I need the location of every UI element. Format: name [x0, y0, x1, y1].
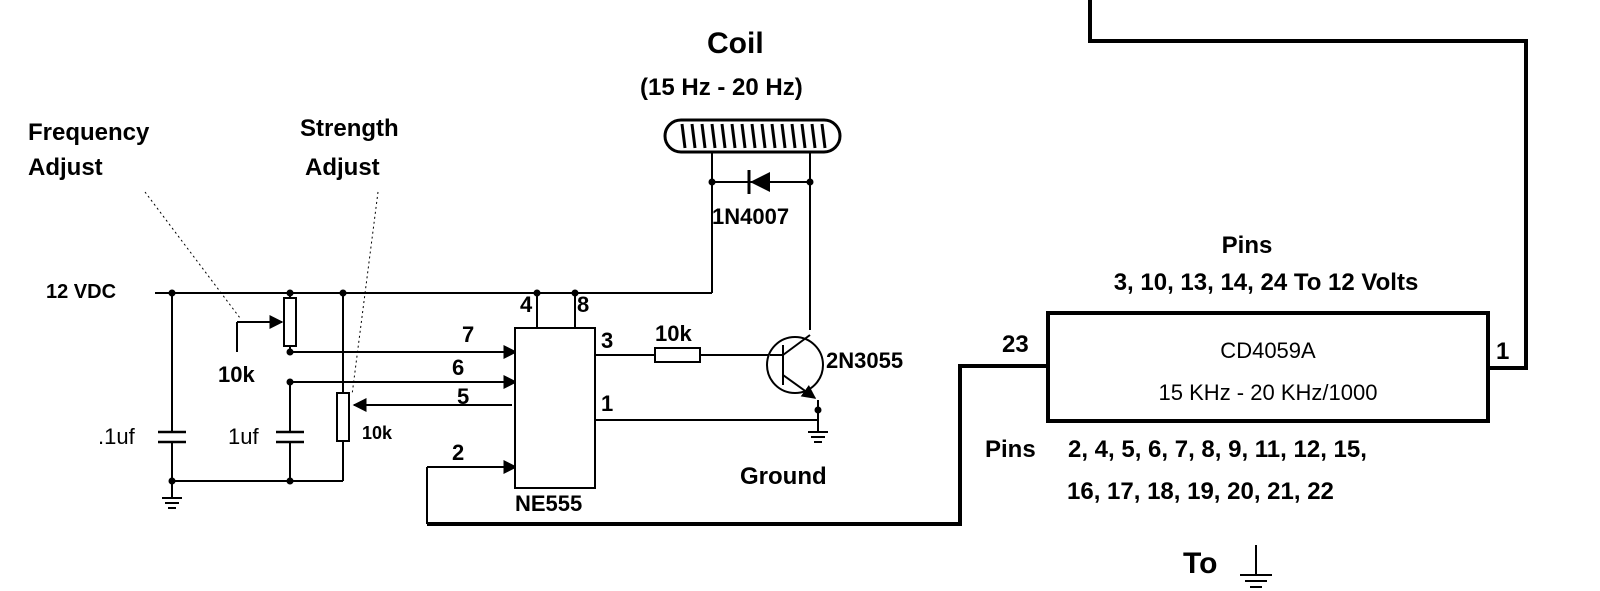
pins-ground-prefix: Pins — [985, 436, 1036, 463]
cd4059a-ratio: 15 KHz - 20 KHz/1000 — [1158, 380, 1378, 405]
pot-frequency-label: 10k — [218, 362, 255, 387]
pin6-label: 6 — [452, 355, 465, 380]
resistor-label: 10k — [655, 321, 692, 346]
frequency-adjust-label-1: Frequency — [28, 119, 150, 146]
coil-turn — [770, 123, 777, 149]
coil-turn — [700, 123, 707, 149]
pins-supply-list: 3, 10, 13, 14, 24 To 12 Volts — [1113, 269, 1419, 296]
pins-ground-line1: 2, 4, 5, 6, 7, 8, 9, 11, 12, 15, — [1068, 436, 1367, 463]
cd4059a-pin-out: 1 — [1496, 338, 1510, 365]
pot-strength-symbol — [336, 392, 350, 442]
cd4059a-body — [1046, 311, 1490, 423]
pin7-label: 7 — [462, 322, 475, 347]
pot-strength-label: 10k — [362, 423, 393, 443]
pins-ground-line2: 16, 17, 18, 19, 20, 21, 22 — [1067, 478, 1334, 505]
wires — [155, 145, 819, 524]
feedback-wire — [427, 364, 1048, 526]
ground-symbols — [162, 431, 1272, 588]
transistor-symbol — [766, 334, 824, 399]
pin2-label: 2 — [452, 440, 465, 465]
output-wire — [1088, 0, 1528, 370]
resistor-symbol — [654, 347, 701, 363]
coil-turn — [810, 123, 817, 149]
coil-symbol — [663, 118, 842, 154]
transistor-label: 2N3055 — [826, 348, 904, 373]
coil-turn — [680, 123, 687, 149]
strength-adjust-label-1: Strength — [300, 115, 399, 142]
coil-turn — [750, 123, 757, 149]
pin1-label: 1 — [601, 391, 614, 416]
strength-adjust-label-2: Adjust — [305, 154, 380, 181]
cd4059a-pin-in: 23 — [1002, 331, 1029, 358]
coil-frequency: (15 Hz - 20 Hz) — [640, 74, 803, 101]
coil-turn — [780, 123, 787, 149]
pot-frequency-symbol — [283, 297, 297, 347]
pin4-label: 4 — [520, 292, 533, 317]
to-ground-label: To — [1183, 547, 1218, 580]
pin3-label: 3 — [601, 328, 614, 353]
supply-label: 12 VDC — [46, 281, 117, 303]
cap1-label: .1uf — [98, 424, 135, 449]
junctions — [168, 178, 822, 485]
pin-arrows — [352, 345, 518, 474]
pins-supply-title: Pins — [1221, 232, 1273, 259]
coil-turn — [760, 123, 767, 149]
coil-title: Coil — [707, 27, 764, 60]
coil-turn — [710, 123, 717, 149]
coil-turn — [690, 123, 697, 149]
cd4059a-label: CD4059A — [1220, 338, 1316, 363]
diode-label: 1N4007 — [712, 204, 790, 229]
timer-label: NE555 — [515, 491, 583, 516]
leader-lines — [144, 191, 379, 396]
coil-turn — [720, 123, 727, 149]
pin8-label: 8 — [577, 292, 590, 317]
coil-turn — [730, 123, 737, 149]
capacitors — [158, 430, 304, 444]
coil-turn — [800, 123, 807, 149]
coil-turn — [790, 123, 797, 149]
cap2-label: 1uf — [228, 424, 259, 449]
ne555-body — [514, 327, 596, 489]
coil-turn — [740, 123, 747, 149]
diode-symbol — [747, 170, 770, 194]
frequency-adjust-label-2: Adjust — [28, 154, 103, 181]
ground-label: Ground — [740, 463, 827, 490]
pin5-label: 5 — [457, 384, 470, 409]
coil-turn — [820, 123, 827, 149]
divider-wires — [427, 0, 1528, 526]
